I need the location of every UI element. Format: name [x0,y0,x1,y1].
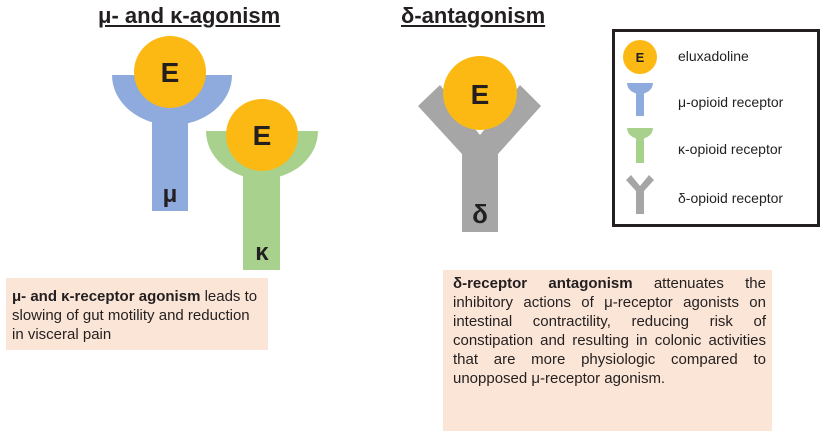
mu-bound-eluxadoline: E [134,36,206,108]
mu-symbol: μ [163,181,178,208]
kappa-receptor-icon [627,128,653,163]
eluxadoline-ligand-icon: E [623,40,657,74]
delta-symbol: δ [472,199,488,229]
svg-text:E: E [636,50,645,65]
kappa-bound-eluxadoline: E [226,99,298,171]
legend-label-mu-receptor: μ-opioid receptor [678,94,784,110]
legend-label-delta-receptor: δ-opioid receptor [678,190,784,206]
mu-receptor-icon [627,83,653,116]
legend-label-eluxadoline: eluxadoline [678,48,749,64]
kappa-symbol: κ [255,239,269,266]
legend [612,29,820,227]
legend-label-kappa-receptor: κ-opioid receptor [678,141,783,157]
delta-receptor: δ [418,85,541,232]
agonism-note-heading: μ- and κ-receptor agonism [12,288,201,305]
ligand-label: E [471,79,490,110]
heading-agonism: μ- and κ-agonism [98,3,281,28]
agonism-note: μ- and κ-receptor agonism leads to slowi… [6,278,268,350]
ligand-label: E [161,57,180,88]
antagonism-note-text: attenuates the inhibitory actions of μ-r… [453,275,766,387]
delta-receptor-icon [626,175,654,214]
heading-antagonism: δ-antagonism [401,3,546,28]
antagonism-note: δ-receptor antagonism attenuates the inh… [443,270,772,431]
ligand-label: E [253,120,272,151]
delta-near-eluxadoline: E [443,56,517,130]
antagonism-note-heading: δ-receptor antagonism [453,275,633,292]
agonism-note-text: leads to slowing of gut motility and red… [12,288,258,343]
